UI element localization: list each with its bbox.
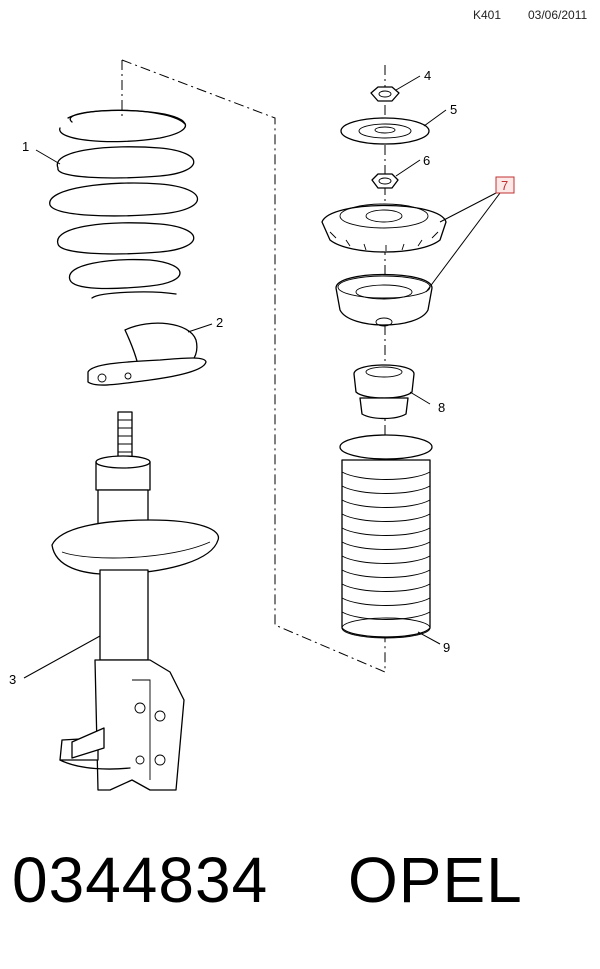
- callout-5: 5: [450, 102, 457, 117]
- callout-8: 8: [438, 400, 445, 415]
- brand-name: OPEL: [348, 844, 523, 916]
- callout-1: 1: [22, 139, 29, 154]
- callout-3: 3: [9, 672, 16, 687]
- callout-7-highlight-box: [495, 176, 515, 194]
- diagram-code: K401: [473, 8, 502, 22]
- bump-stop: [353, 364, 415, 420]
- callout-7: 7: [501, 178, 508, 193]
- callout-2: 2: [216, 315, 223, 330]
- washer: [340, 117, 430, 145]
- leader-lines: [23, 75, 501, 679]
- coil-spring: [49, 109, 199, 299]
- spring-seat: [87, 322, 207, 386]
- lower-nut: [371, 173, 399, 189]
- callout-9: 9: [443, 640, 450, 655]
- strut-assembly: [51, 411, 220, 791]
- diagram-date: 03/06/2011: [528, 8, 588, 22]
- dust-boot: [339, 434, 433, 639]
- top-nut: [370, 86, 400, 102]
- part-number: 0344834: [12, 844, 269, 916]
- assembly-frame: [121, 59, 386, 673]
- strut-top-mount: [321, 203, 447, 327]
- callout-4: 4: [424, 68, 431, 83]
- callout-6: 6: [423, 153, 430, 168]
